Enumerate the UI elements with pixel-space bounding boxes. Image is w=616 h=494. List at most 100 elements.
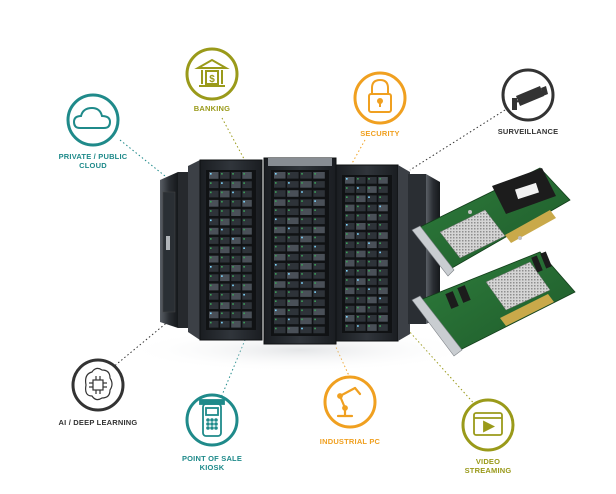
drive-bay (300, 263, 312, 270)
drive-bay (209, 246, 219, 254)
drive-led (379, 306, 381, 309)
drive-bay (300, 317, 312, 325)
drive-led (357, 288, 359, 290)
drive-bay (300, 253, 312, 261)
drive-bay (356, 315, 366, 322)
label-line: STREAMING (464, 466, 512, 475)
drive-led (288, 218, 290, 221)
drive-led (275, 218, 277, 221)
drive-bay (367, 186, 377, 193)
drive-bay (378, 278, 388, 285)
drive-led (232, 247, 234, 249)
drive-led (314, 200, 316, 202)
drive-led (368, 214, 370, 217)
drive-led (210, 228, 212, 231)
drive-bay (345, 177, 355, 184)
svg-text:$: $ (209, 74, 215, 85)
drive-bay (356, 305, 366, 313)
drive-led (379, 260, 381, 263)
drive-bay (209, 218, 219, 226)
drive-led (288, 309, 290, 312)
drive-bay (356, 241, 366, 249)
drive-led (379, 270, 381, 272)
drive-bay (220, 302, 230, 309)
connector-cloud (119, 139, 171, 181)
drive-led (221, 182, 223, 184)
drive-bay (356, 213, 366, 221)
drive-led (288, 209, 290, 211)
drive-bay (300, 190, 312, 197)
drive-bay (209, 190, 219, 198)
drive-led (275, 318, 277, 321)
drive-bay (231, 227, 241, 235)
drive-led (221, 238, 223, 240)
drive-bay (209, 237, 219, 244)
drive-bay (378, 250, 388, 258)
drive-bay (356, 195, 366, 203)
drive-led (288, 273, 290, 275)
drive-led (368, 325, 370, 327)
drive-led (221, 321, 223, 324)
drive-bay (220, 227, 230, 235)
raid-card-top (411, 167, 571, 277)
label-ai-deep-learning: AI / DEEP LEARNING (50, 418, 146, 427)
drive-bay (220, 209, 230, 216)
drive-led (301, 291, 303, 293)
drive-bay (231, 292, 241, 300)
connector-surveillance (409, 109, 506, 171)
drive-led (314, 318, 316, 321)
drive-led (368, 260, 370, 263)
drive-led (275, 264, 277, 266)
drive-led (368, 205, 370, 208)
drive-bay (300, 290, 312, 297)
server-rack-3 (263, 157, 337, 345)
label-security: SECURITY (350, 129, 410, 138)
drive-led (346, 242, 348, 244)
drive-bay (242, 265, 252, 272)
label-line: CLOUD (79, 161, 107, 170)
drive-led (275, 291, 277, 293)
drive-bay (274, 172, 286, 179)
drive-bay (274, 226, 286, 234)
drive-led (243, 312, 245, 315)
drive-led (314, 173, 316, 175)
drive-bay (356, 223, 366, 230)
drive-bay (345, 287, 355, 295)
drive-bay (242, 209, 252, 216)
drive-led (243, 191, 245, 194)
drive-bay (313, 253, 325, 261)
drive-bay (209, 283, 219, 291)
drive-led (288, 282, 290, 284)
drive-bay (300, 181, 312, 188)
drive-bay (313, 190, 325, 197)
drive-led (346, 288, 348, 290)
drive-led (368, 270, 370, 272)
drive-bay (209, 274, 219, 282)
drive-led (221, 210, 223, 212)
drive-bay (345, 204, 355, 212)
drive-bay (231, 255, 241, 263)
drive-led (301, 182, 303, 184)
drive-led (221, 284, 223, 287)
drive-led (368, 178, 370, 180)
drive-led (232, 312, 234, 315)
drive-led (314, 291, 316, 293)
drive-bay (378, 241, 388, 249)
drive-led (232, 228, 234, 231)
drive-bay (274, 208, 286, 215)
drive-bay (378, 305, 388, 313)
label-line: KIOSK (199, 463, 225, 472)
drive-led (301, 218, 303, 221)
drive-led (288, 227, 290, 230)
drive-led (275, 191, 277, 193)
drive-bay (367, 278, 377, 285)
drive-led (301, 236, 303, 239)
drive-led (314, 282, 316, 284)
drive-bay (274, 281, 286, 288)
drive-led (314, 264, 316, 266)
drive-led (357, 187, 359, 189)
drive-bay (220, 237, 230, 244)
drive-bay (356, 278, 366, 285)
drive-bay (345, 195, 355, 203)
drive-led (288, 318, 290, 321)
